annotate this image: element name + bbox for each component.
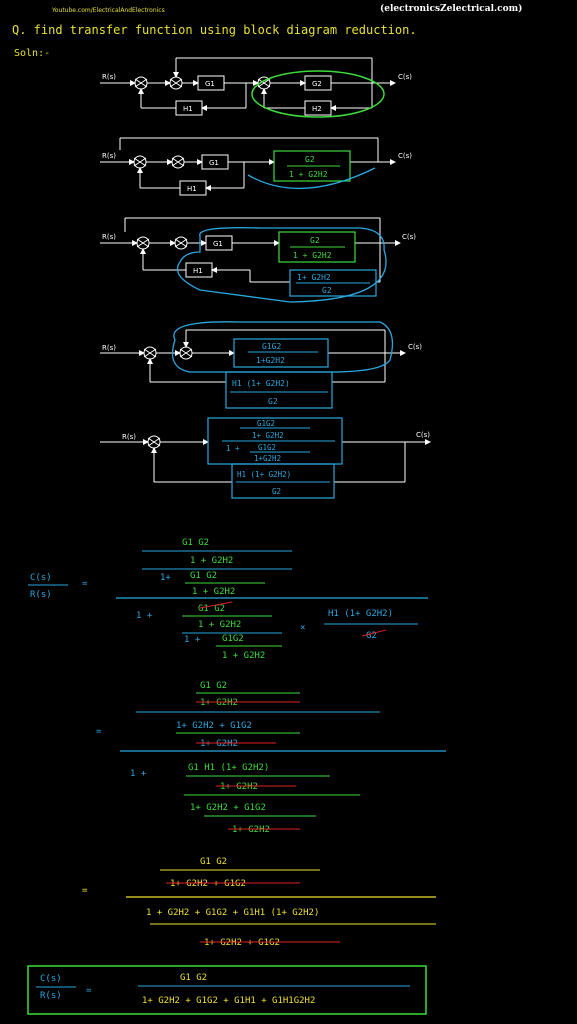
diagram2-block-num: G2: [305, 155, 315, 164]
solution-label: Soln:-: [14, 48, 50, 59]
highlight-loop-3: [176, 227, 387, 303]
diagram2-block-den: 1 + G2H2: [289, 170, 328, 179]
deriv-l2-den-den: 1 + G2H2: [222, 651, 265, 661]
deriv-l3-num: G1 G2: [200, 681, 227, 691]
diagram1-output-label: C(s): [398, 73, 412, 81]
final-answer-box: [27, 965, 427, 1015]
diagram1-h2-label: H2: [312, 105, 322, 113]
deriv-l2-num-den: 1 + G2H2: [198, 620, 241, 630]
deriv-l1-den: 1 + G2H2: [190, 556, 233, 566]
diagram3-g1-label: G1: [213, 240, 223, 248]
final-den: 1+ G2H2 + G1G2 + G1H1 + G1H1G2H2: [142, 996, 315, 1006]
final-eq: =: [86, 986, 92, 996]
diagram3-block-den: 1 + G2H2: [293, 251, 332, 260]
deriv-l2-prefix: 1 +: [136, 611, 153, 621]
diagram-5: [100, 435, 431, 483]
diagram2-input-label: R(s): [102, 152, 116, 160]
deriv-eq-2: =: [96, 727, 102, 737]
diagram4-feedback-den: G2: [268, 397, 278, 406]
deriv-l4-num: G1 H1 (1+ G2H2): [188, 763, 269, 773]
deriv-l4-num-den: 1+ G2H2: [220, 782, 258, 792]
diagram4-input-label: R(s): [102, 344, 116, 352]
diagram5-output-label: C(s): [416, 431, 430, 439]
diagram2-output-label: C(s): [398, 152, 412, 160]
diagram5-num-den: 1+ G2H2: [252, 431, 284, 440]
diagram1-g2-label: G2: [312, 80, 322, 88]
deriv-l3-den-den: 1+ G2H2: [200, 739, 238, 749]
diagram5-den-den: 1+G2H2: [254, 454, 281, 463]
diagram3-inverse-num: 1+ G2H2: [297, 273, 331, 282]
diagram1-g1-label: G1: [205, 80, 215, 88]
diagram4-forward-den: 1+G2H2: [256, 356, 285, 365]
deriv-l1-num: G1 G2: [182, 538, 209, 548]
deriv-l2-plus: 1 +: [184, 635, 201, 645]
deriv-times: ×: [300, 623, 305, 633]
block-feedback: [225, 371, 333, 409]
deriv-eq-1: =: [82, 579, 88, 589]
deriv-l2-fb: H1 (1+ G2H2): [328, 609, 393, 619]
highlight-inner-loop: [251, 70, 385, 118]
lhs-num: C(s): [30, 573, 52, 583]
final-num: G1 G2: [180, 973, 207, 983]
deriv-l3-num-den: 1+ G2H2: [200, 698, 238, 708]
diagram-2: [100, 137, 396, 196]
deriv-l4-den-den: 1+ G2H2: [232, 825, 270, 835]
deriv-l1-inner-num: G1 G2: [190, 571, 217, 581]
block-g2-equivalent: [278, 231, 356, 263]
diagram4-feedback-num: H1 (1+ G2H2): [232, 379, 290, 388]
deriv-l5-num-den: 1+ G2H2 + G1G2: [170, 879, 246, 889]
diagram-3: [100, 217, 401, 283]
move-arrow: [247, 167, 376, 190]
diagram5-input-label: R(s): [122, 433, 136, 441]
deriv-l1-inner-den: 1 + G2H2: [192, 587, 235, 597]
deriv-l2-fb-den: G2: [366, 631, 377, 641]
block-g2-equivalent: [273, 150, 351, 182]
site-name: (electronicsZelectrical.com): [380, 3, 522, 14]
deriv-l4-prefix: 1 +: [130, 769, 147, 779]
block-feedback-5: [231, 463, 335, 499]
deriv-l2-num: G1 G2: [198, 604, 225, 614]
diagram4-output-label: C(s): [408, 343, 422, 351]
deriv-l3-den-num: 1+ G2H2 + G1G2: [176, 721, 252, 731]
deriv-l5-den: 1 + G2H2 + G1G2 + G1H1 (1+ G2H2): [146, 908, 319, 918]
lhs-den: R(s): [30, 590, 52, 600]
diagram5-feedback-den: G2: [272, 487, 281, 496]
deriv-l4-den-num: 1+ G2H2 + G1G2: [190, 803, 266, 813]
deriv-l1-plus: 1+: [160, 573, 171, 583]
diagram3-inverse-den: G2: [322, 286, 332, 295]
diagram5-num-num: G1G2: [257, 419, 275, 428]
diagram3-h1-label: H1: [193, 267, 203, 275]
diagram4-forward-num: G1G2: [262, 342, 281, 351]
question-text: Q. find transfer function using block di…: [12, 23, 417, 37]
youtube-link[interactable]: Youtube.com/ElectricalAndElectronics: [51, 7, 165, 14]
diagram5-feedback-num: H1 (1+ G2H2): [237, 470, 291, 479]
diagram3-output-label: C(s): [402, 233, 416, 241]
deriv-l2-den-num: G1G2: [222, 634, 244, 644]
diagram3-input-label: R(s): [102, 233, 116, 241]
diagram-4: [100, 329, 406, 383]
diagram3-block-num: G2: [310, 236, 320, 245]
diagram1-input-label: R(s): [102, 73, 116, 81]
deriv-l5-den-den: 1+ G2H2 + G1G2: [204, 938, 280, 948]
diagram1-h1-label: H1: [183, 105, 193, 113]
diagram-1: [100, 57, 396, 116]
block-forward: [233, 338, 329, 368]
diagram5-den-prefix: 1 +: [226, 444, 240, 453]
diagram5-den-num: G1G2: [258, 443, 276, 452]
final-lhs-num: C(s): [40, 974, 62, 984]
diagram2-g1-label: G1: [209, 159, 219, 167]
highlight-loop-4: [171, 321, 394, 373]
deriv-l5-num: G1 G2: [200, 857, 227, 867]
deriv-eq-3: =: [82, 886, 88, 896]
final-lhs-den: R(s): [40, 991, 62, 1001]
diagram2-h1-label: H1: [187, 185, 197, 193]
